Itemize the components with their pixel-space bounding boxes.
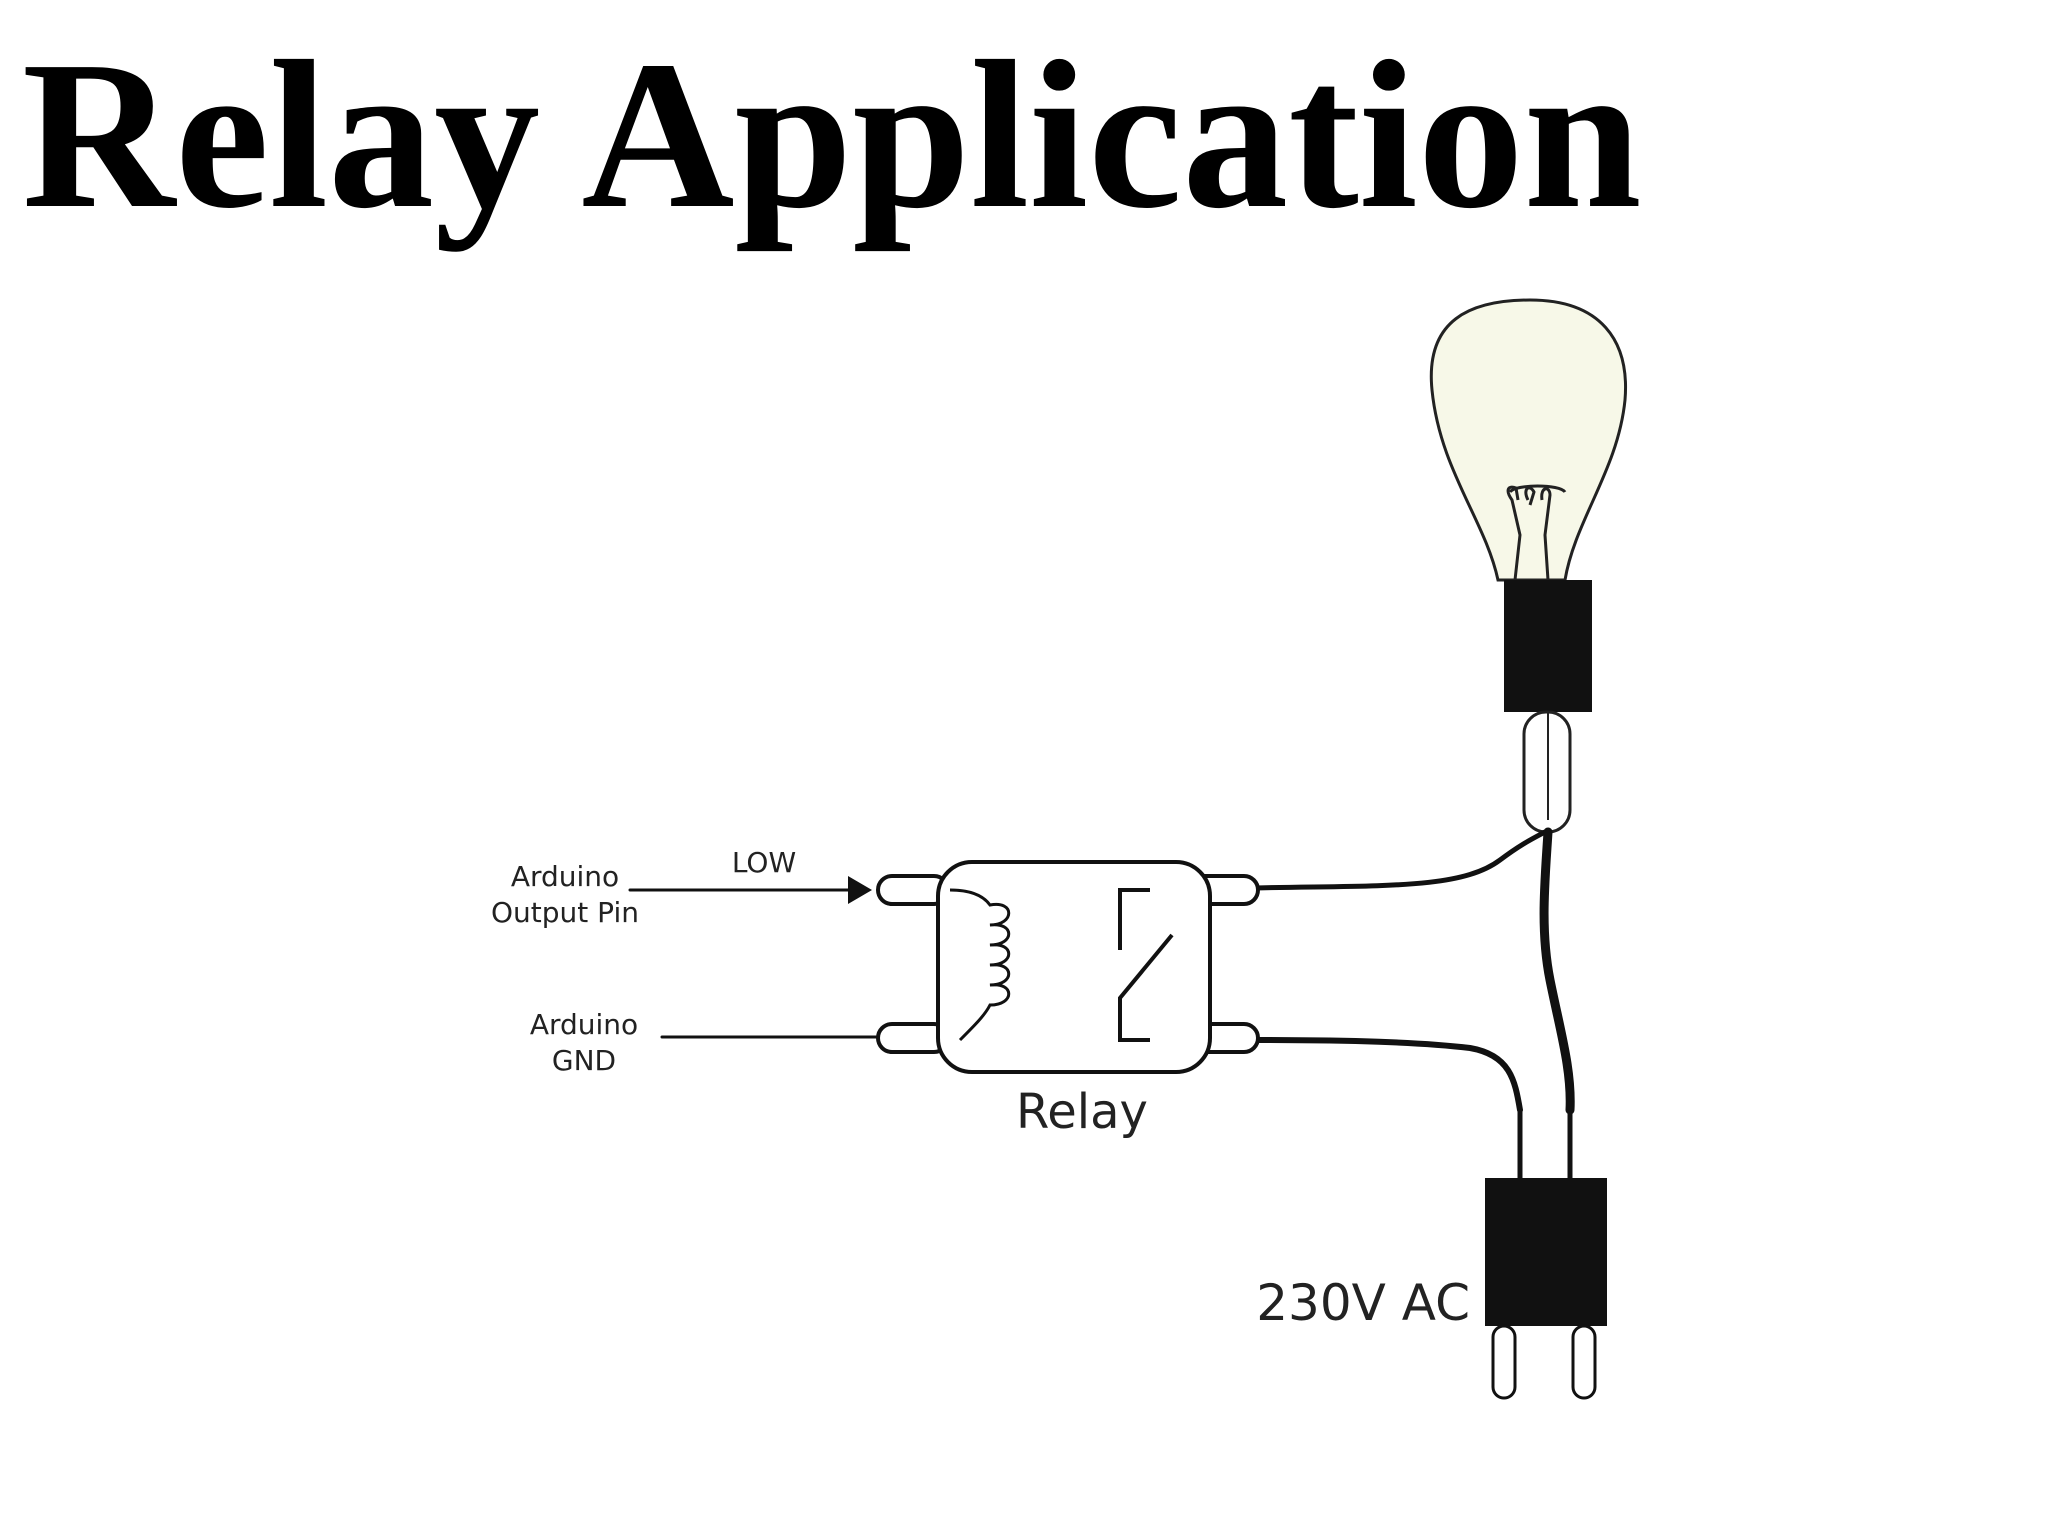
relay-body <box>936 860 1212 1074</box>
relay-to-plug-wire <box>1249 1037 1523 1113</box>
relay-coil-icon <box>949 888 1011 1042</box>
signal-level-label: LOW <box>732 846 796 879</box>
arduino-gnd-label-line2: GND <box>552 1044 616 1077</box>
bulb-glass <box>1429 298 1628 582</box>
arduino-output-label-line2: Output Pin <box>491 896 639 929</box>
mains-voltage-label: 230V AC <box>1256 1274 1470 1332</box>
page-title: Relay Application <box>22 17 1642 252</box>
relay-to-bulb-wire <box>1249 829 1548 891</box>
signal-arrow-icon <box>848 876 872 904</box>
plug-prong-left <box>1491 1324 1517 1400</box>
mains-plug <box>1485 1110 1607 1400</box>
relay <box>876 860 1260 1074</box>
relay-label: Relay <box>1016 1084 1148 1140</box>
light-bulb <box>1429 298 1628 834</box>
relay-switch-icon <box>1118 888 1150 950</box>
arduino-gnd-label-line1: Arduino <box>530 1008 638 1041</box>
plug-body <box>1485 1178 1607 1326</box>
wires <box>628 827 1575 1115</box>
bulb-socket <box>1504 580 1592 712</box>
plug-prong-right <box>1571 1324 1597 1400</box>
bulb-to-plug-wire <box>1539 827 1575 1115</box>
filament-coil <box>1508 484 1567 494</box>
arduino-output-label-line1: Arduino <box>511 860 619 893</box>
